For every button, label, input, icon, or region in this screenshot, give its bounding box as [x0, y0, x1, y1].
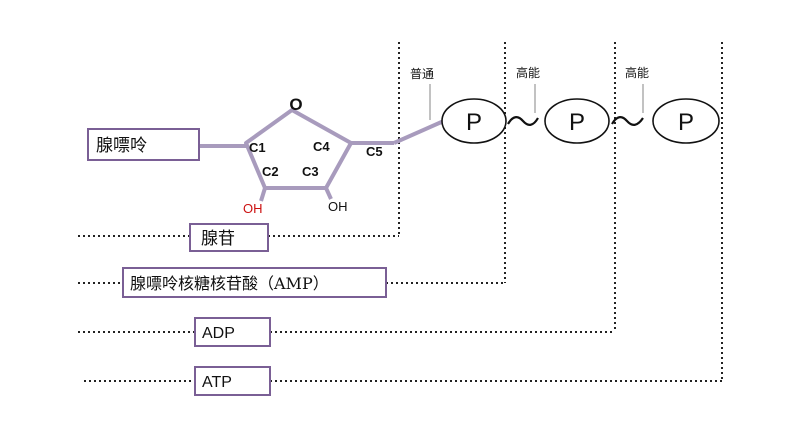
adp-box: [194, 317, 271, 347]
c5-phosphate-bond: [393, 118, 447, 145]
ring-c3-label: C3: [302, 164, 319, 179]
ring-oxygen-label: O: [289, 95, 302, 114]
phosphate-1-label: P: [466, 109, 482, 136]
amp-box: [122, 267, 387, 298]
phosphate-1: [441, 98, 507, 144]
ribose-ring: [244, 108, 353, 190]
adp-label: ADP: [202, 325, 235, 342]
c3-oh-bond: [324, 187, 333, 200]
ring-c2-label: C2: [262, 164, 279, 179]
high-energy-bond-1: [507, 116, 539, 126]
adenosine-label: 腺苷: [201, 229, 235, 249]
atp-label: ATP: [202, 374, 232, 391]
adenosine-box: [189, 223, 269, 252]
ring-c4-label: C4: [313, 139, 330, 154]
high-energy-bond-label-2: 高能: [625, 65, 649, 80]
ring-c5-label: C5: [366, 144, 383, 159]
high-energy-bond-label-1: 高能: [516, 65, 540, 80]
adenine-box: [87, 128, 200, 161]
phosphate-3: [652, 98, 720, 144]
phosphate-3-label: P: [678, 109, 694, 136]
oh-c2-label: OH: [243, 201, 263, 216]
atp-box: [194, 366, 271, 396]
phosphate-2-label: P: [569, 109, 585, 136]
oh-c3-label: OH: [328, 199, 348, 214]
ordinary-bond-label: 普通: [410, 67, 434, 81]
high-energy-bond-2: [611, 116, 644, 126]
adenine-label: 腺嘌呤: [96, 136, 147, 156]
phosphate-2: [544, 98, 610, 144]
c2-oh-bond: [259, 187, 267, 202]
ring-c1-label: C1: [249, 140, 266, 155]
amp-label: 腺嘌呤核糖核苷酸（AMP）: [130, 274, 329, 293]
